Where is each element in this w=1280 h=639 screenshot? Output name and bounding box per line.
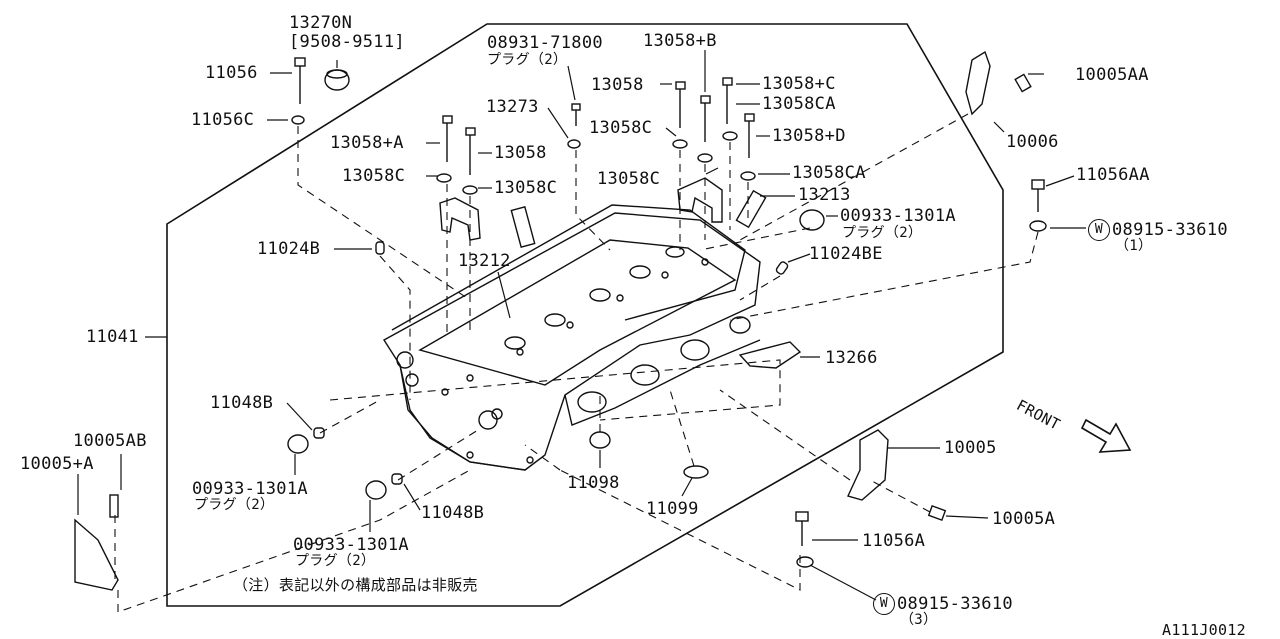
part-11048B-b[interactable]: 11048B	[421, 503, 485, 523]
part-00933-bottom-qty: プラグ（2）	[295, 553, 376, 569]
part-13058-plus-D[interactable]: 13058+D	[772, 126, 846, 146]
part-00933-top[interactable]: 00933-1301A	[840, 206, 956, 226]
part-13273[interactable]: 13273	[486, 97, 539, 117]
part-00933-bottom[interactable]: 00933-1301A	[293, 535, 409, 555]
diagram-note: （注）表記以外の構成部品は非販売	[233, 576, 478, 594]
part-11056C[interactable]: 11056C	[191, 110, 255, 130]
part-08915-top-number: 08915-33610	[1112, 220, 1228, 240]
part-00933-left[interactable]: 00933-1301A	[192, 479, 308, 499]
part-08915-bottom-number: 08915-33610	[897, 594, 1013, 614]
part-13058C-b[interactable]: 13058C	[494, 178, 558, 198]
part-11056A[interactable]: 11056A	[862, 531, 926, 551]
part-13058C-c[interactable]: 13058C	[589, 118, 653, 138]
part-11041[interactable]: 11041	[86, 327, 139, 347]
part-13058-plus-B[interactable]: 13058+B	[643, 31, 717, 51]
part-08915-bottom-qty: （3）	[900, 612, 938, 628]
part-10005-plus-A[interactable]: 10005+A	[20, 454, 94, 474]
part-10005AB[interactable]: 10005AB	[73, 431, 147, 451]
part-13058CA-a[interactable]: 13058CA	[762, 94, 836, 114]
part-08915-top-qty: （1）	[1115, 238, 1153, 254]
part-13058C-a[interactable]: 13058C	[342, 166, 406, 186]
part-11056AA[interactable]: 11056AA	[1076, 165, 1150, 185]
part-11048B-a[interactable]: 11048B	[210, 393, 274, 413]
part-13058C-d[interactable]: 13058C	[597, 169, 661, 189]
diagram-code: A111J0012	[1162, 621, 1246, 639]
part-13058-plus-A[interactable]: 13058+A	[330, 133, 404, 153]
part-10005[interactable]: 10005	[944, 438, 997, 458]
part-13058CA-b[interactable]: 13058CA	[792, 163, 866, 183]
washer-symbol-icon: W	[873, 593, 895, 615]
part-13212[interactable]: 13212	[458, 251, 511, 271]
part-00933-left-qty: プラグ（2）	[194, 497, 275, 513]
part-glyphs	[74, 50, 1047, 591]
assembly-lines	[114, 113, 1039, 613]
part-13058-left[interactable]: 13058	[494, 143, 547, 163]
part-11024B[interactable]: 11024B	[257, 239, 321, 259]
leader-lines	[77, 50, 1086, 601]
part-13058-plus-C[interactable]: 13058+C	[762, 74, 836, 94]
part-10005AA[interactable]: 10005AA	[1075, 65, 1149, 85]
cylinder-head-icon	[383, 204, 761, 471]
washer-symbol-icon: W	[1088, 219, 1110, 241]
part-13270N[interactable]: 13270N	[289, 13, 353, 33]
part-08931-71800[interactable]: 08931-71800	[487, 33, 603, 53]
part-13058[interactable]: 13058	[591, 75, 644, 95]
part-10005A[interactable]: 10005A	[992, 509, 1056, 529]
part-11056[interactable]: 11056	[205, 63, 258, 83]
part-13213[interactable]: 13213	[798, 185, 851, 205]
part-13270N-range: [9508-9511]	[289, 32, 405, 52]
part-00933-top-qty: プラグ（2）	[842, 225, 923, 241]
part-11098[interactable]: 11098	[567, 473, 620, 493]
assembly-boundary	[166, 23, 1004, 607]
part-13266[interactable]: 13266	[825, 348, 878, 368]
part-11099[interactable]: 11099	[646, 499, 699, 519]
front-arrow-icon	[1080, 418, 1132, 453]
part-08931-qty: プラグ（2）	[487, 52, 568, 68]
part-11024BE[interactable]: 11024BE	[809, 244, 883, 264]
part-10006[interactable]: 10006	[1006, 132, 1059, 152]
